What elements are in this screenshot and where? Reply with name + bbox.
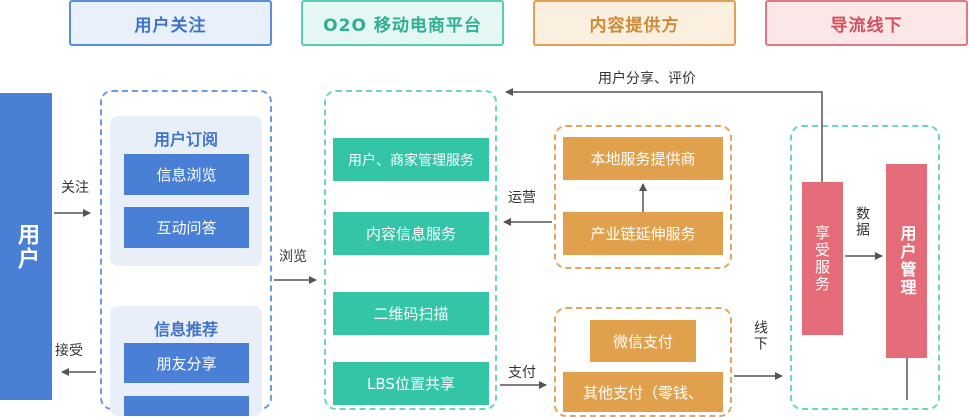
user-merchant-service-box: 用户、商家管理服务 (333, 138, 489, 181)
friend-share-box: 朋友分享 (124, 343, 249, 383)
header-user-attention: 用户关注 (69, 0, 272, 46)
user-management-box: 用户管理 (886, 164, 927, 358)
header-o2o-platform: O2O 移动电商平台 (301, 0, 504, 46)
header-user-attention-label: 用户关注 (134, 15, 207, 36)
user-management-label: 用户管理 (897, 225, 917, 297)
industry-chain-box: 产业链延伸服务 (563, 212, 723, 255)
header-content-provider: 内容提供方 (533, 0, 736, 46)
label-follow: 关注 (61, 180, 89, 196)
browse-info-box: 信息浏览 (124, 154, 249, 195)
operations-group (554, 125, 732, 269)
label-browse: 浏览 (279, 249, 307, 265)
local-provider-box: 本地服务提供商 (563, 137, 723, 180)
lbs-share-box: LBS位置共享 (333, 362, 489, 405)
label-data: 数据 (854, 206, 870, 238)
content-info-service-box: 内容信息服务 (333, 212, 489, 255)
wechat-pay-box: 微信支付 (590, 320, 696, 362)
enjoy-service-box: 享受服务 (802, 182, 843, 335)
subscription-panel: 用户订阅 信息浏览 互动问答 (110, 116, 262, 266)
header-offline: 导流线下 (765, 0, 968, 46)
user-block-label: 用户 (14, 222, 39, 271)
connector-arrows (54, 88, 908, 400)
label-pay: 支付 (508, 365, 536, 381)
header-offline-label: 导流线下 (830, 15, 903, 36)
header-o2o-platform-label: O2O 移动电商平台 (323, 15, 482, 36)
user-block: 用户 (0, 93, 52, 400)
label-operate: 运营 (508, 190, 536, 206)
subscription-panel-title: 用户订阅 (153, 130, 218, 149)
arrow-share-review (505, 88, 823, 182)
label-share-review: 用户分享、评价 (598, 71, 696, 87)
label-accept: 接受 (55, 343, 83, 359)
qr-scan-box: 二维码扫描 (333, 292, 489, 335)
enjoy-service-label: 享受服务 (813, 224, 831, 293)
header-content-provider-label: 内容提供方 (589, 15, 680, 36)
qa-box: 互动问答 (124, 207, 249, 248)
label-offline: 线下 (752, 320, 768, 352)
recommend-panel-title: 信息推荐 (153, 320, 218, 339)
